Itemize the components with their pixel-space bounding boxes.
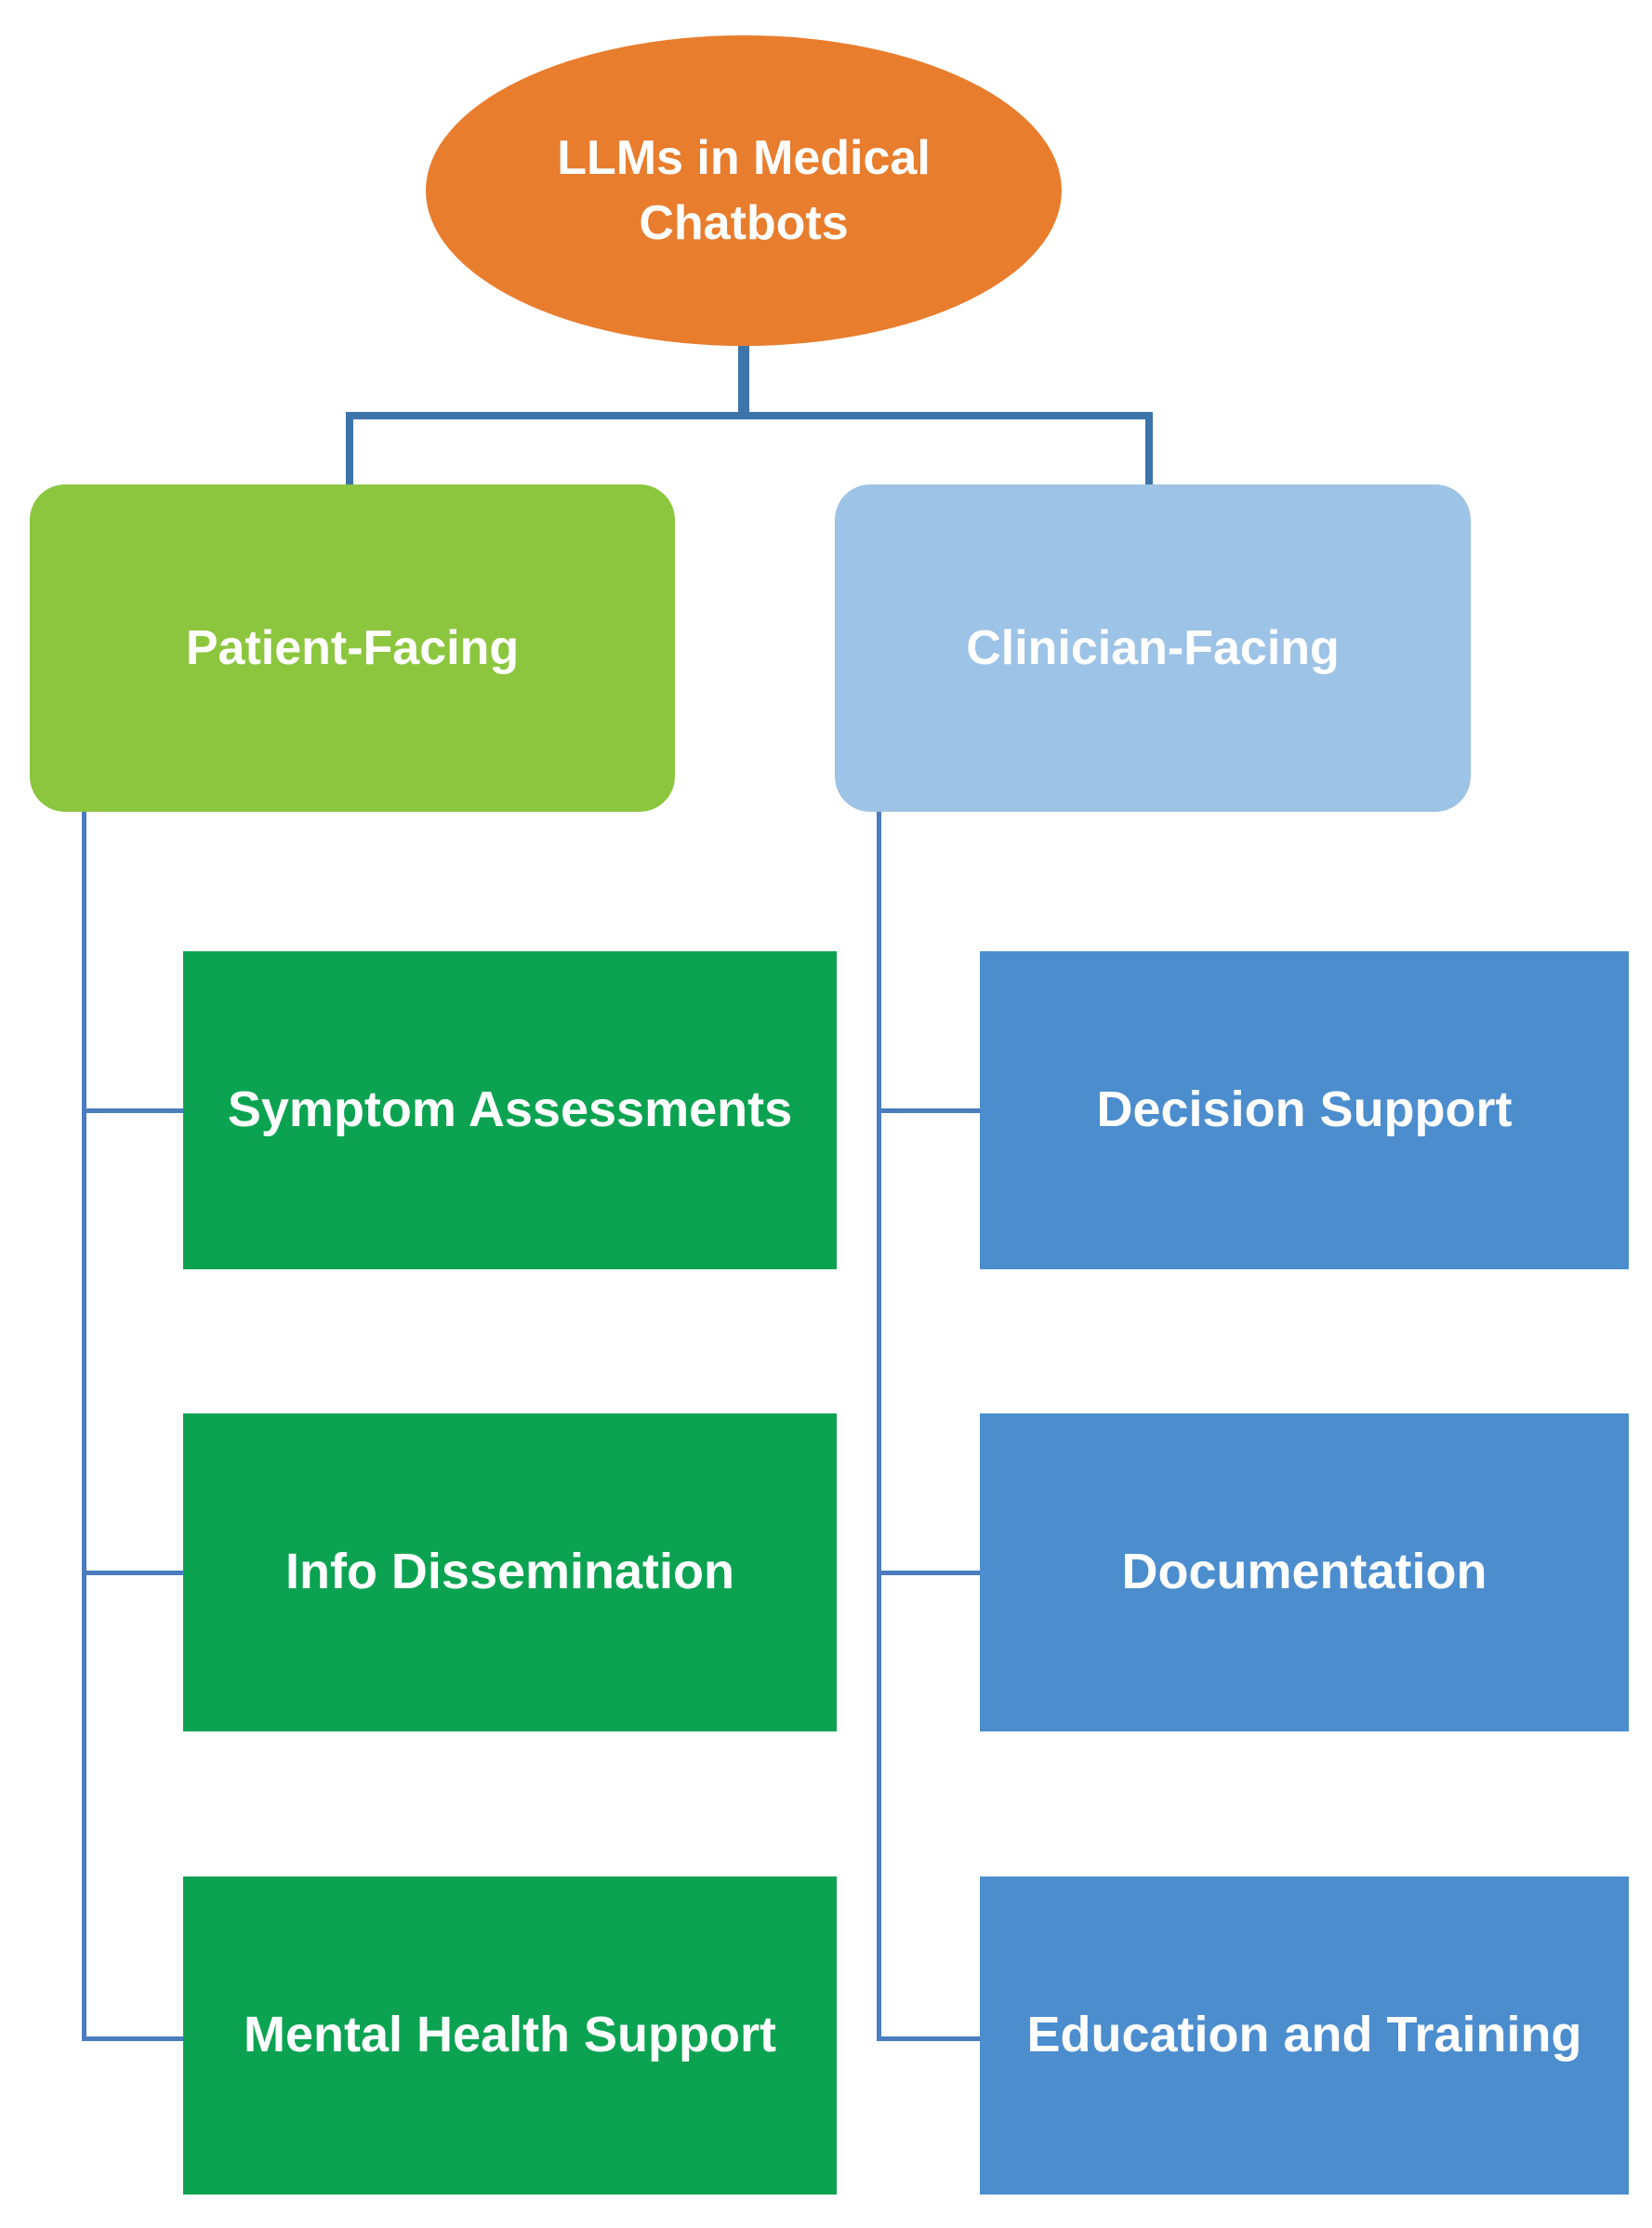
- connector-root-stem: [738, 341, 749, 416]
- leaf-node-decision-support: Decision Support: [980, 951, 1629, 1269]
- connector-patient-trunk: [82, 805, 86, 2041]
- leaf-node-label: Education and Training: [1026, 2007, 1582, 2063]
- connector-clinician-stub-1: [877, 1108, 983, 1113]
- leaf-node-mental-health-support: Mental Health Support: [183, 1877, 837, 2195]
- connector-root-right-leg: [1145, 412, 1153, 484]
- leaf-node-label: Documentation: [1121, 1544, 1487, 1600]
- leaf-node-label: Info Dissemination: [284, 1544, 735, 1600]
- leaf-node-label: Decision Support: [1096, 1081, 1513, 1138]
- branch-node-label: Patient-Facing: [185, 621, 520, 675]
- connector-clinician-trunk: [877, 805, 881, 2041]
- branch-node-patient-facing: Patient-Facing: [30, 484, 675, 812]
- branch-node-clinician-facing: Clinician-Facing: [835, 484, 1471, 812]
- connector-clinician-stub-3: [877, 2036, 983, 2041]
- leaf-node-education-and-training: Education and Training: [980, 1877, 1629, 2195]
- leaf-node-label: Symptom Assessments: [227, 1081, 793, 1138]
- connector-patient-stub-3: [82, 2036, 186, 2041]
- leaf-node-label: Mental Health Support: [243, 2007, 776, 2063]
- root-node-label: LLMs in Medical Chatbots: [557, 130, 931, 250]
- connector-root-left-leg: [346, 412, 353, 484]
- connector-patient-stub-2: [82, 1571, 186, 1575]
- connector-root-crossbar: [346, 412, 1153, 419]
- leaf-node-info-dissemination: Info Dissemination: [183, 1413, 837, 1731]
- root-node-llms-in-medical-chatbots: LLMs in Medical Chatbots: [426, 35, 1062, 346]
- branch-node-label: Clinician-Facing: [966, 621, 1340, 675]
- connector-clinician-stub-2: [877, 1571, 983, 1575]
- leaf-node-symptom-assessments: Symptom Assessments: [183, 951, 837, 1269]
- leaf-node-documentation: Documentation: [980, 1413, 1629, 1731]
- connector-patient-stub-1: [82, 1108, 186, 1113]
